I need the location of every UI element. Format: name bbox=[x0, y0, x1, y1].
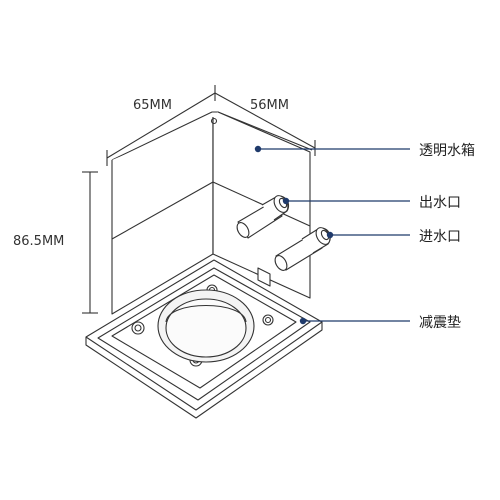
dimension-lines bbox=[82, 85, 316, 314]
height-dimension: 86.5MM bbox=[13, 234, 65, 249]
damper-label: 减震垫 bbox=[419, 315, 461, 331]
damper-callout-dot bbox=[299, 317, 307, 325]
pump-body bbox=[111, 111, 313, 315]
inlet-label: 进水口 bbox=[419, 229, 461, 245]
outlet-callout-dot bbox=[282, 197, 290, 205]
damper-base bbox=[85, 259, 323, 419]
tank-label: 透明水箱 bbox=[419, 143, 475, 159]
tank-callout-dot bbox=[254, 145, 262, 153]
callout-dots bbox=[254, 145, 334, 325]
callout-leaders bbox=[258, 148, 410, 322]
inlet-nozzle bbox=[274, 227, 331, 271]
width-dimension: 65MM bbox=[133, 98, 172, 113]
outlet-nozzle bbox=[236, 195, 290, 239]
depth-dimension: 56MM bbox=[250, 98, 289, 113]
inlet-callout-dot bbox=[326, 231, 334, 239]
outlet-label: 出水口 bbox=[419, 195, 461, 211]
